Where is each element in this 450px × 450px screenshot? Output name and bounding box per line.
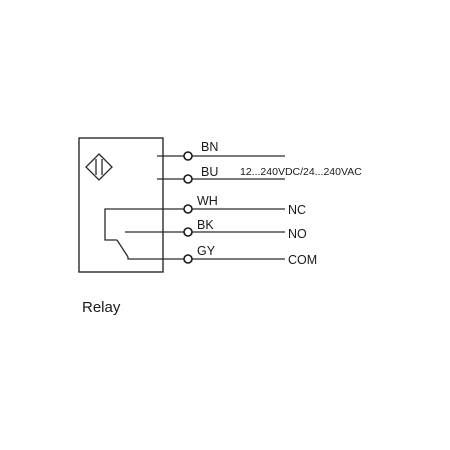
output-label-no: NO — [288, 227, 307, 241]
terminal-gy — [183, 254, 193, 264]
sensor-housing — [78, 137, 164, 273]
terminal-wh — [183, 204, 193, 214]
terminal-bk — [183, 227, 193, 237]
output-label-nc: NC — [288, 203, 306, 217]
diagram-caption: Relay — [82, 299, 121, 316]
supply-voltage-label: 12...240VDC/24...240VAC — [240, 166, 362, 178]
wire-code-bu: BU — [201, 165, 218, 179]
wire-code-bk: BK — [197, 218, 214, 232]
output-label-com: COM — [288, 253, 317, 267]
sensor-symbol-icon — [85, 153, 113, 181]
terminal-bn — [183, 151, 193, 161]
relay-contact — [104, 208, 188, 260]
wire-code-wh: WH — [197, 194, 218, 208]
terminal-bu — [183, 174, 193, 184]
wire-code-bn: BN — [201, 140, 218, 154]
wire-code-gy: GY — [197, 244, 216, 258]
